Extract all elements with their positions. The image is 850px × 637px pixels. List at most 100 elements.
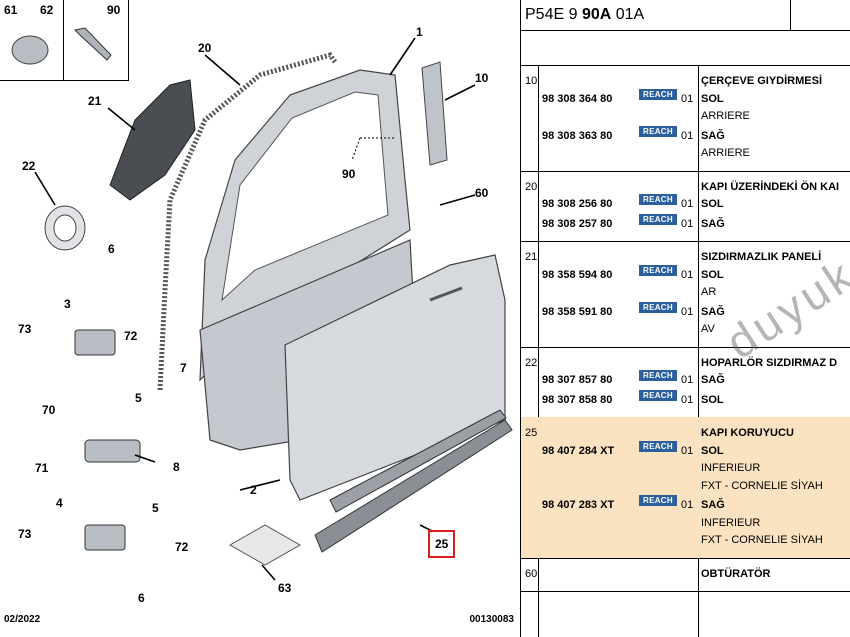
callout-7[interactable]: 7 [180,361,187,375]
callout-73-lower[interactable]: 73 [18,527,32,541]
part-quantity: 01 [681,92,694,105]
col-divider-2 [698,65,699,637]
thumbnail-90: 90 [63,0,129,81]
part-number[interactable]: 98 308 257 80 [542,217,613,230]
reach-badge: REACH [639,389,677,401]
reach-badge: REACH [639,264,677,276]
callout-3[interactable]: 3 [64,297,71,311]
callout-90[interactable]: 90 [342,167,356,181]
group-number: 22 [525,356,538,369]
part-quantity: 01 [681,198,694,210]
part-title: SIZDIRMAZLIK PANELİ [701,251,822,263]
door-seal-shape [157,52,338,391]
exploded-parts-diagram: 61 62 90 20 1 10 21 90 22 60 6 3 73 72 7… [0,0,514,625]
door-check-shape [84,439,141,463]
callout-25-highlighted[interactable]: 25 [428,530,456,558]
lower-hinge-shape [84,524,126,551]
part-number[interactable]: 98 308 363 80 [542,129,613,142]
part-title: HOPARLÖR SIZDIRMAZ D [701,356,838,369]
callout-70[interactable]: 70 [42,403,56,417]
col-divider-1 [538,65,539,637]
group-number: 60 [525,567,538,580]
part-number[interactable]: 98 307 857 80 [542,374,613,386]
part-side: SAĞ [701,305,725,318]
part-number[interactable]: 98 307 858 80 [542,393,613,406]
part-number[interactable]: 98 407 284 XT [542,444,615,457]
part-detail: INFERIEUR [701,462,761,474]
reach-badge: REACH [639,301,677,313]
part-side: SAĞ [701,499,725,511]
code-part-b: 90A [581,6,612,23]
reach-badge: REACH [639,370,677,381]
table-group-21: 21 SIZDIRMAZLIK PANELİ 98 358 594 80 REACH 0… [521,241,850,348]
clip-bag-shape [228,524,302,566]
callout-22[interactable]: 22 [22,159,36,173]
callout-2[interactable]: 2 [250,483,257,497]
blanking-plug-icon [11,35,49,65]
callout-72-upper[interactable]: 72 [124,329,138,343]
part-number[interactable]: 98 358 591 80 [542,305,613,318]
reach-badge: REACH [639,88,677,100]
callout-5-lower[interactable]: 5 [152,501,159,515]
part-title: KAPI ÜZERİNDEKİ ÖN KAI [701,180,840,193]
part-number[interactable]: 98 358 594 80 [542,268,613,281]
part-title: OBTÜRATÖR [701,567,771,580]
part-quantity: 01 [681,129,694,142]
group-number: 20 [525,180,538,193]
reach-badge: REACH [639,440,677,452]
table-subheader [521,30,850,66]
callout-71[interactable]: 71 [35,461,49,475]
part-quantity: 01 [681,499,694,511]
door-moulding-shape [329,409,507,513]
table-group-60: 60 OBTÜRATÖR [521,558,850,592]
dotted-connectors [351,137,395,161]
part-detail: ARRIERE [701,147,750,159]
callout-73-upper[interactable]: 73 [18,322,32,336]
part-quantity: 01 [681,374,694,386]
group-number: 25 [525,427,538,439]
reach-badge: REACH [639,125,677,137]
part-side: SAĞ [701,129,725,142]
part-detail: AV [701,323,715,335]
part-detail: AR [701,286,717,298]
part-detail: ARRIERE [701,110,750,122]
callout-8[interactable]: 8 [173,460,180,474]
header-empty-box [790,0,850,30]
callout-10[interactable]: 10 [475,71,489,85]
door-window-opening [221,91,389,302]
thumb-label-61: 61 [4,3,18,17]
callout-5-upper[interactable]: 5 [135,391,142,405]
reach-badge: REACH [639,213,677,225]
callout-6-lower[interactable]: 6 [138,591,145,605]
footer-date: 02/2022 [4,614,41,625]
part-number[interactable]: 98 308 256 80 [542,198,613,210]
callout-63[interactable]: 63 [278,581,292,595]
callout-21[interactable]: 21 [88,94,102,108]
part-side: SAĞ [701,374,725,386]
part-detail: FXT - CORNELIE SİYAH [701,534,823,546]
thumb-label-62: 62 [40,3,54,17]
part-number[interactable]: 98 308 364 80 [542,92,613,105]
reach-badge: REACH [639,495,677,506]
part-detail: FXT - CORNELIE SİYAH [701,479,823,492]
callout-6-upper[interactable]: 6 [108,242,115,256]
callout-20[interactable]: 20 [198,41,212,55]
part-quantity: 01 [681,217,694,230]
callout-60[interactable]: 60 [475,186,489,200]
part-number[interactable]: 98 407 283 XT [542,499,615,511]
group-number: 10 [525,75,538,87]
part-side: SAĞ [701,217,725,230]
part-side: SOL [701,444,724,457]
table-group-20: 20 KAPI ÜZERİNDEKİ ÖN KAI 98 308 256 80 REA… [521,171,850,242]
table-header: P54E 9 90A 01A [521,0,850,31]
part-quantity: 01 [681,268,694,281]
callout-4[interactable]: 4 [56,496,63,510]
speaker-seal-inner [53,214,77,242]
code-part-a: P54E 9 [525,6,582,23]
callout-72-lower[interactable]: 72 [175,540,189,554]
group-number: 21 [525,251,538,263]
callout-1[interactable]: 1 [416,25,423,39]
table-code: P54E 9 90A 01A [525,6,644,24]
